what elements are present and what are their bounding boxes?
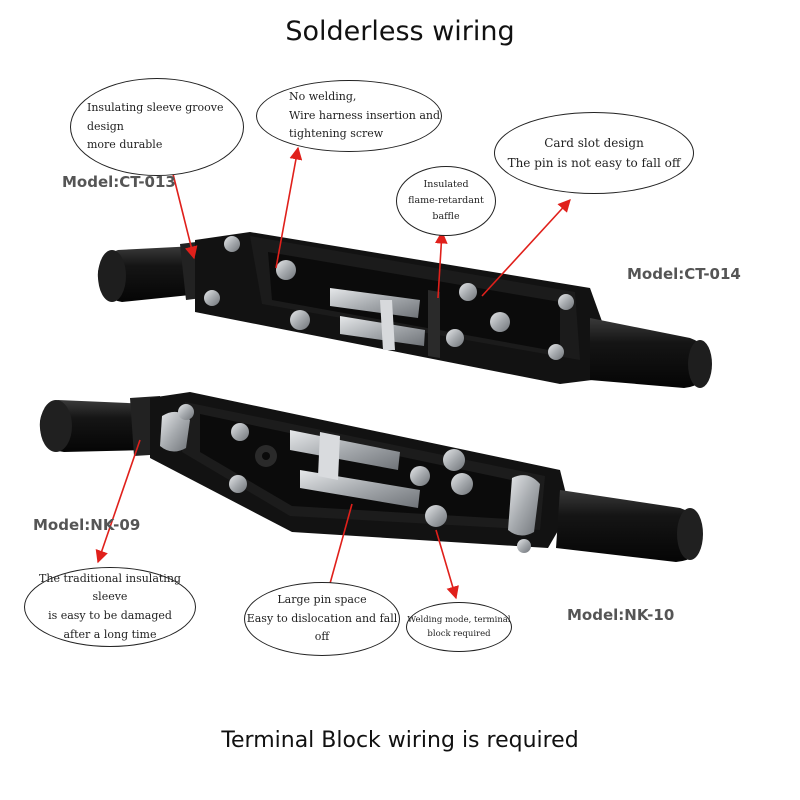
callout-baffle: Insulated flame-retardant baffle [396, 166, 496, 236]
model-label-ct-013: Model:CT-013 [62, 173, 176, 191]
model-label-ct-014: Model:CT-014 [627, 265, 741, 283]
housing-lower [150, 392, 570, 548]
arrow-sleeve-groove [171, 169, 198, 260]
screws-upper [204, 236, 574, 360]
cable-sleeve-right-lower [556, 490, 703, 562]
callout-sleeve-groove: Insulating sleeve groove design more dur… [70, 78, 244, 176]
arrow-card-slot [481, 199, 571, 297]
cable-sleeve-left-lower [39, 396, 166, 456]
connector-ct-014 [97, 232, 712, 388]
baffle-upper [428, 290, 440, 358]
callout-traditional-sleeve: The traditional insulating sleeve is eas… [24, 567, 196, 647]
callout-no-welding: No welding, Wire harness insertion and t… [256, 80, 442, 152]
model-label-nk-09: Model:NK-09 [33, 516, 141, 534]
arrow-traditional-sleeve [95, 439, 141, 564]
connector-nk-10 [39, 392, 703, 562]
callout-pin-space: Large pin space Easy to dislocation and … [244, 582, 400, 656]
cable-sleeve-right [590, 318, 712, 388]
footer-note: Terminal Block wiring is required [221, 728, 579, 753]
arrow-baffle [434, 230, 448, 299]
terminal-clips-lower [290, 430, 420, 508]
arrow-welding-mode [435, 529, 459, 600]
metal-clamps-lower [160, 411, 540, 536]
terminal-clips-upper [330, 288, 425, 350]
callout-welding-mode: Welding mode, terminal block required [406, 602, 512, 652]
model-label-nk-10: Model:NK-10 [567, 606, 675, 624]
callout-card-slot: Card slot design The pin is not easy to … [494, 112, 694, 194]
arrow-no-welding [275, 146, 303, 269]
screws-lower [178, 404, 531, 553]
page-title: Solderless wiring [285, 16, 515, 47]
